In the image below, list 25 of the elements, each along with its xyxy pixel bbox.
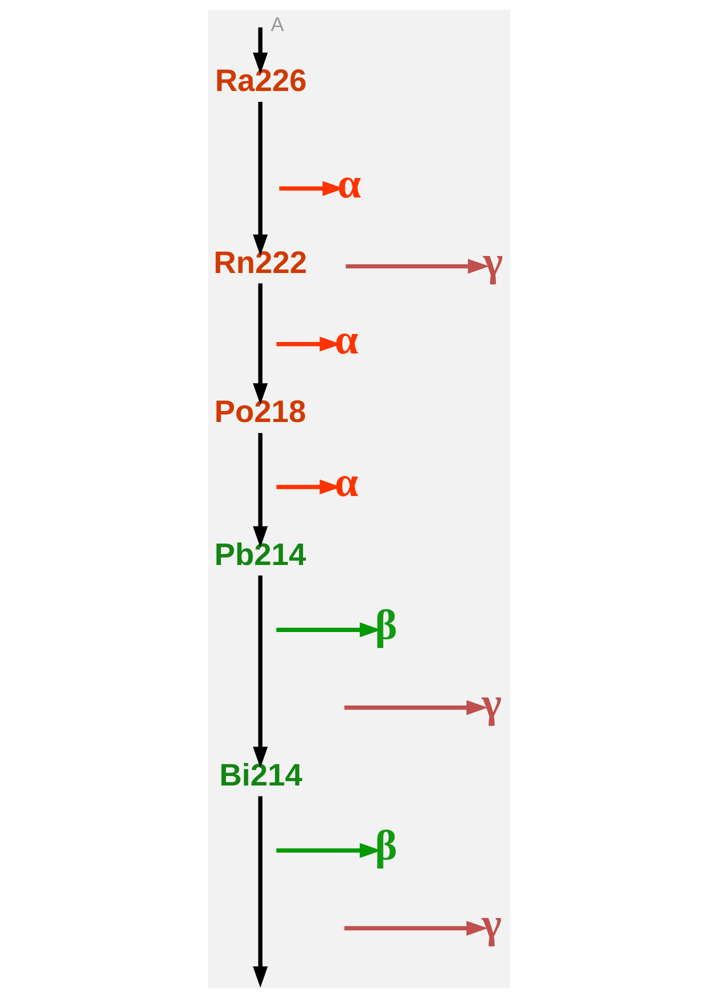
- node-text: Ra226: [214, 63, 306, 98]
- node-text: α: [334, 316, 358, 364]
- node-text: β: [374, 822, 397, 870]
- node-text: β: [374, 602, 397, 650]
- node-text: α: [334, 459, 358, 506]
- arrow: [276, 843, 381, 858]
- node-text: Po218: [214, 394, 306, 430]
- node-text: Rn222: [213, 244, 307, 280]
- arrow: [344, 700, 488, 716]
- node-text: γ: [481, 680, 502, 727]
- node-text: Bi214: [218, 758, 302, 793]
- arrow: [344, 920, 488, 936]
- node-text: Pb214: [214, 536, 306, 572]
- arrow: [252, 102, 268, 256]
- arrow: [252, 576, 268, 768]
- arrow: [276, 622, 381, 638]
- arrow: [252, 433, 268, 548]
- arrow: [252, 27, 268, 74]
- arrow: [345, 258, 489, 274]
- arrow: [252, 283, 268, 405]
- label: A: [270, 14, 284, 36]
- node-text: α: [336, 160, 361, 208]
- node-text: γ: [481, 900, 502, 948]
- arrow: [252, 796, 268, 988]
- node-text: γ: [482, 238, 502, 286]
